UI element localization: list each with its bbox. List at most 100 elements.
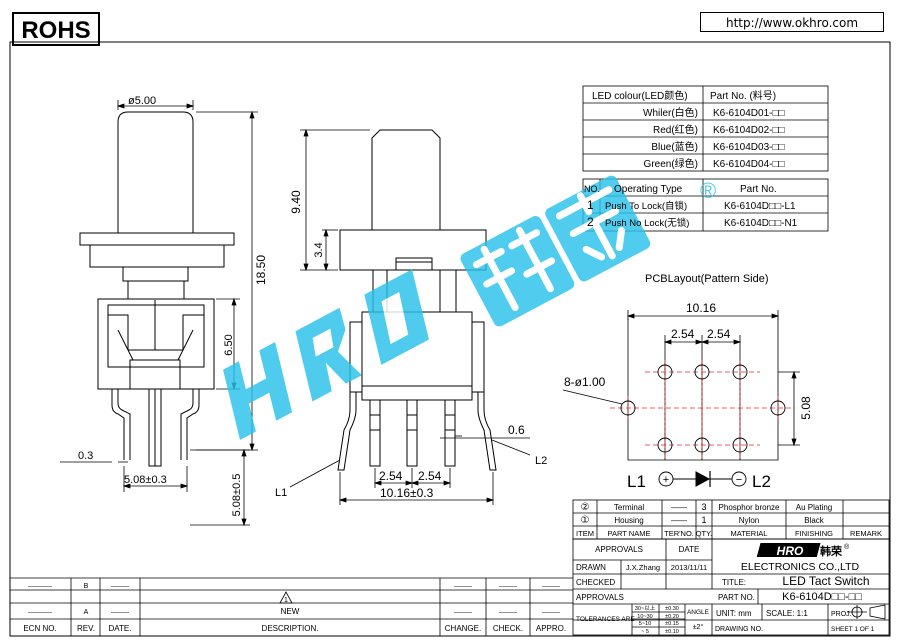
op-table-header-no: NO. — [584, 184, 600, 194]
bom-ter-2: —— — [671, 503, 687, 512]
company-logo: HRO 韩荣 ® — [756, 543, 850, 558]
op-type-1: Push To Lock(自锁) — [605, 200, 687, 212]
led-colour-4: Green(绿色) — [644, 157, 698, 170]
op-type-2: Push No Lock(无锁) — [605, 217, 689, 229]
rev-a-description: NEW — [281, 607, 300, 616]
tb-unit: UNIT: mm — [716, 609, 752, 618]
tb-title-label: TITLE: — [722, 578, 746, 587]
tb-tol-value-2: ±0.20 — [665, 614, 679, 620]
rev-header-date: DATE. — [109, 624, 132, 633]
rev-a-appro: ——— — [542, 610, 560, 616]
pcb-title: PCBLayout(Pattern Side) — [645, 273, 769, 285]
rev-header-check: CHECK. — [493, 624, 523, 633]
dim-pitch-b: 2.54 — [418, 469, 442, 483]
rev-b-check: ——— — [499, 584, 517, 590]
tb-partno-label: PART NO. — [718, 593, 755, 602]
side-dimensions — [289, 128, 531, 505]
tb-tol-value-4: ±0.10 — [665, 629, 679, 635]
tb-proj: PROJ. — [831, 611, 852, 618]
tb-tol-range-4: ~ 5 — [641, 629, 649, 635]
dim-front-pitch: 5.08±0.3 — [124, 474, 167, 486]
bom-material-1: Nylon — [739, 516, 759, 525]
logo-registered: ® — [844, 543, 850, 551]
rohs-badge: ROHS — [12, 12, 100, 46]
side-view — [337, 129, 497, 471]
rev-header-rev: REV. — [77, 624, 95, 633]
dim-lead-width: 0.6 — [508, 423, 525, 437]
pcb-layout — [562, 310, 800, 487]
rev-header-ecn: ECN NO. — [23, 624, 56, 633]
op-part-2: K6-6104D□□-N1 — [724, 218, 798, 229]
pcb-pitch-1: 2.54 — [671, 327, 695, 341]
tb-tol-value-3: ±0.15 — [665, 621, 679, 627]
bom-material-2: Phosphor bronze — [719, 503, 780, 512]
led-colour-1: Whiler(白色) — [643, 106, 698, 119]
dim-pin-offset: 0.3 — [78, 450, 93, 462]
front-view — [79, 111, 235, 467]
tb-title: LED Tact Switch — [782, 574, 869, 588]
bom-header-qty: QTY. — [696, 529, 713, 538]
led-colour-2: Red(红色) — [653, 123, 698, 136]
rev-b-appro: ——— — [542, 584, 560, 590]
dim-pin-length: 5.08±0.5 — [231, 474, 243, 517]
rev-symbol: 1 — [284, 597, 288, 604]
rev-header-description: DESCRIPTION. — [262, 624, 319, 633]
dim-pitch-a: 2.54 — [379, 469, 403, 483]
tb-checked: CHECKED — [576, 578, 615, 587]
bom-item-1: ① — [581, 515, 590, 526]
label-l1: L1 — [275, 487, 287, 499]
rev-a-date: ——— — [111, 610, 129, 616]
tb-date: DATE — [679, 545, 700, 554]
dim-total-height: 18.50 — [254, 255, 268, 285]
logo-brand: HRO — [777, 544, 804, 558]
bom-header-finishing: FINISHING — [795, 529, 833, 538]
led-part-2: K6-6104D02-□□ — [713, 125, 785, 136]
bom-header-material: MATERIAL — [731, 529, 768, 538]
op-no-1: 1 — [587, 198, 594, 212]
bom-header-remark: REMARK — [850, 529, 882, 538]
bom-qty-2: 3 — [701, 502, 706, 512]
tb-partno: K6-6104D□□-□□ — [782, 591, 862, 603]
label-l2: L2 — [535, 455, 547, 467]
bom-qty-1: 1 — [701, 515, 706, 525]
website-url: http://www.okhro.com — [700, 12, 884, 32]
led-table-header-colour: LED colour(LED颜色) — [592, 89, 688, 102]
op-table-header-type: Operating Type — [614, 184, 683, 195]
pcb-plus: + — [663, 474, 669, 486]
rev-b-date: ——— — [111, 584, 129, 590]
hro-watermark — [223, 175, 651, 440]
rev-a-change: ——— — [454, 610, 472, 616]
tb-tolerances: TOLERANCES ARE — [576, 616, 635, 623]
tb-drawn-date: 2013/11/11 — [671, 563, 707, 572]
op-part-1: K6-6104D□□-L1 — [724, 201, 796, 212]
rev-b-ecn: ———— — [28, 584, 52, 590]
tb-drawn: DRAWN — [576, 563, 606, 572]
bom-ter-1: —— — [671, 516, 687, 525]
tb-sheet: SHEET 1 OF 1 — [831, 626, 875, 633]
tb-tol-range-2: 10~30 — [637, 614, 652, 620]
pcb-holes: 8-ø1.00 — [564, 375, 606, 389]
op-no-2: 2 — [587, 215, 594, 229]
tb-tol-range-3: 5~10 — [639, 621, 651, 627]
tb-company: ELECTRONICS CO.,LTD — [741, 561, 860, 573]
tb-tol-value-1: ±0.30 — [665, 606, 679, 612]
led-part-4: K6-6104D04-□□ — [713, 159, 785, 170]
bom-header-item: ITEM — [576, 529, 594, 538]
dim-side-height: 9.40 — [289, 190, 303, 214]
pcb-pitch-2: 2.54 — [707, 327, 731, 341]
tb-scale: SCALE: 1:1 — [766, 609, 808, 618]
tb-angle-tol: ±2° — [693, 623, 704, 631]
pcb-minus: − — [736, 474, 742, 486]
bom-item-2: ② — [581, 502, 590, 513]
watermark-registered: ® — [700, 178, 716, 203]
logo-brand-cn: 韩荣 — [820, 544, 843, 558]
op-table-header-part: Part No. — [740, 184, 777, 195]
rev-a-rev: A — [84, 609, 89, 616]
revision-block — [10, 577, 573, 636]
tb-approvals-2: APPROVALS — [576, 593, 624, 602]
dim-span: 10.16±0.3 — [380, 486, 434, 500]
bom-header-ter: TER'NO. — [664, 529, 694, 538]
rev-a-check: ——— — [499, 610, 517, 616]
bom-name-2: Terminal — [614, 503, 644, 512]
tb-angle: ANGLE — [687, 609, 710, 616]
